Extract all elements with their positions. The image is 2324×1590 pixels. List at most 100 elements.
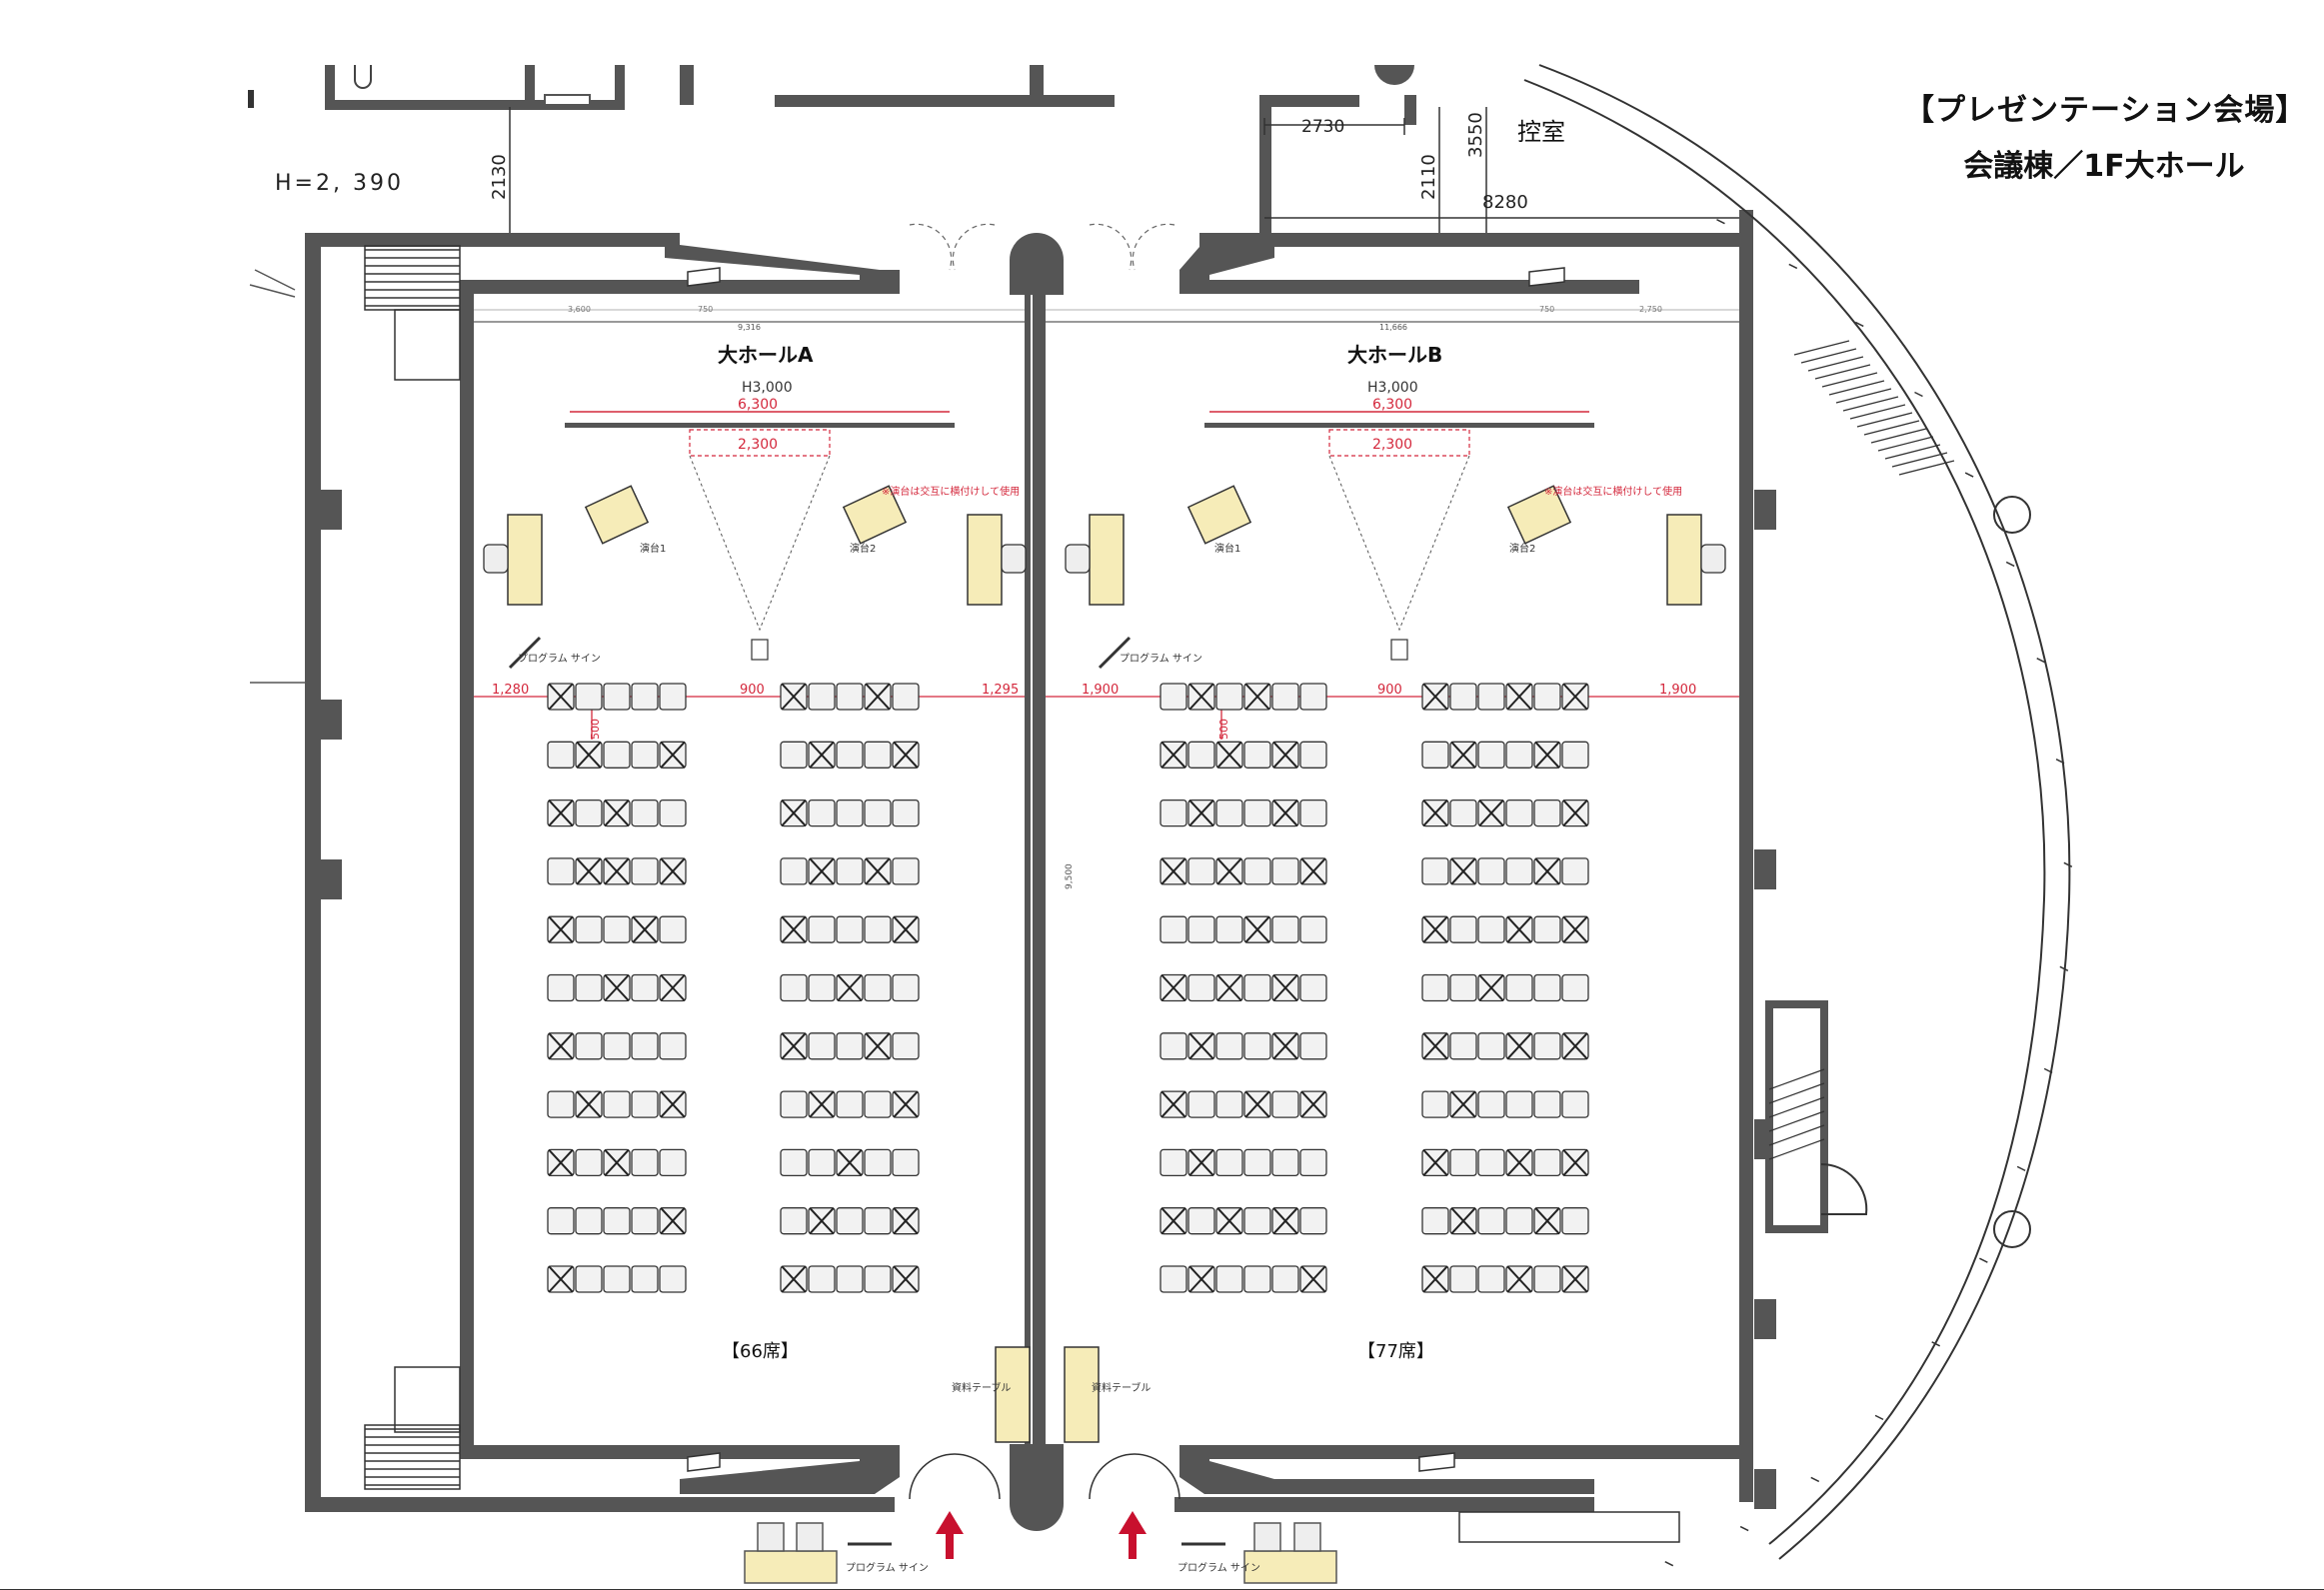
seat-x xyxy=(893,1207,919,1235)
seat xyxy=(1187,915,1215,943)
seat-x xyxy=(1161,741,1186,769)
seat-x xyxy=(1244,915,1270,943)
seat xyxy=(1421,973,1449,1002)
facade-tick xyxy=(1854,321,1864,328)
hall-a-top-dim3: 9,316 xyxy=(738,323,761,332)
dim-2730: 2730 xyxy=(1301,117,1344,137)
seat-x xyxy=(1161,857,1186,885)
seat-x xyxy=(1534,1207,1560,1235)
podium-1 xyxy=(1186,485,1252,545)
seat xyxy=(575,973,603,1002)
seat xyxy=(864,915,892,943)
program-sign xyxy=(508,636,542,670)
seat xyxy=(631,1090,659,1118)
seat xyxy=(864,741,892,769)
seat xyxy=(1160,1032,1187,1060)
seat-x xyxy=(660,1090,686,1118)
facade-tick xyxy=(2043,1067,2053,1074)
seat-x xyxy=(1506,1148,1532,1177)
seat-x xyxy=(1534,857,1560,885)
seat-x xyxy=(809,857,835,885)
hall-b-aisle-left: 1,900 xyxy=(1082,683,1119,698)
seat xyxy=(1505,741,1533,769)
seat xyxy=(808,1265,836,1293)
seat-x xyxy=(1422,1032,1448,1060)
seat xyxy=(1299,915,1327,943)
column-top xyxy=(1374,65,1414,85)
seat xyxy=(1449,915,1477,943)
curved-stair-step xyxy=(1793,340,1850,356)
seat-x xyxy=(576,857,602,885)
facade-tick xyxy=(1664,1561,1674,1567)
seat xyxy=(780,741,808,769)
seat xyxy=(1243,798,1271,827)
seat xyxy=(1215,1090,1243,1118)
seat xyxy=(1215,1032,1243,1060)
seat-x xyxy=(660,741,686,769)
seat-x xyxy=(1272,1207,1298,1235)
seat xyxy=(1561,1090,1589,1118)
stair-landing xyxy=(394,1366,461,1433)
podium-2 xyxy=(842,485,908,545)
screen xyxy=(565,423,955,428)
seat-x xyxy=(1188,1265,1214,1293)
seat xyxy=(780,1148,808,1177)
seat-x xyxy=(632,915,658,943)
seat xyxy=(659,798,687,827)
seat xyxy=(1160,683,1187,711)
seat-x xyxy=(1562,798,1588,827)
hall-a-top-dim2: 750 xyxy=(698,305,713,314)
seat xyxy=(864,798,892,827)
seat xyxy=(780,1207,808,1235)
seat-x xyxy=(781,1265,807,1293)
seat xyxy=(808,915,836,943)
seat xyxy=(1215,683,1243,711)
seat xyxy=(1421,857,1449,885)
seat-x xyxy=(1161,1207,1186,1235)
seat-x xyxy=(781,798,807,827)
seat-x xyxy=(1422,1265,1448,1293)
seat xyxy=(1421,1207,1449,1235)
seat xyxy=(603,1207,631,1235)
seat xyxy=(808,1032,836,1060)
seat xyxy=(892,973,920,1002)
seat xyxy=(631,798,659,827)
seat xyxy=(547,973,575,1002)
title-line2: 会議棟／1F大ホール xyxy=(1963,149,2245,184)
seat xyxy=(1505,973,1533,1002)
seat-x xyxy=(1562,915,1588,943)
side-stair-step xyxy=(1768,1096,1825,1118)
seat-x xyxy=(1422,683,1448,711)
seat-x xyxy=(809,1207,835,1235)
hall-b xyxy=(1046,309,1739,1443)
seat xyxy=(631,741,659,769)
hall-a-table-label: 資料テーブル xyxy=(952,1381,1011,1394)
hall-b-sign: プログラム サイン xyxy=(1120,652,1202,665)
seat-x xyxy=(1450,1090,1476,1118)
dim-2110: 2110 xyxy=(1418,154,1439,200)
curved-stair-step xyxy=(1856,412,1913,428)
seat xyxy=(780,973,808,1002)
wall-stub-left xyxy=(248,90,254,108)
seat xyxy=(659,1265,687,1293)
seat xyxy=(1299,1032,1327,1060)
hall-b-row-pitch: 500 xyxy=(1217,719,1230,740)
seat xyxy=(836,1207,864,1235)
seat xyxy=(547,741,575,769)
seat xyxy=(575,1032,603,1060)
seat xyxy=(1477,857,1505,885)
seat xyxy=(575,1148,603,1177)
side-stair-step xyxy=(1768,1068,1825,1090)
seat-x xyxy=(1244,1090,1270,1118)
seat-x xyxy=(604,973,630,1002)
hall-a-screen-width: 6,300 xyxy=(738,397,778,413)
seat xyxy=(547,1090,575,1118)
seat-x xyxy=(781,1032,807,1060)
seat-x xyxy=(604,1148,630,1177)
seat xyxy=(603,915,631,943)
seat xyxy=(864,1148,892,1177)
hall-b-top-dim2: 2,750 xyxy=(1639,305,1662,314)
curved-stair-step xyxy=(1807,356,1864,372)
seat-x xyxy=(548,683,574,711)
curved-stair-step xyxy=(1828,380,1885,396)
